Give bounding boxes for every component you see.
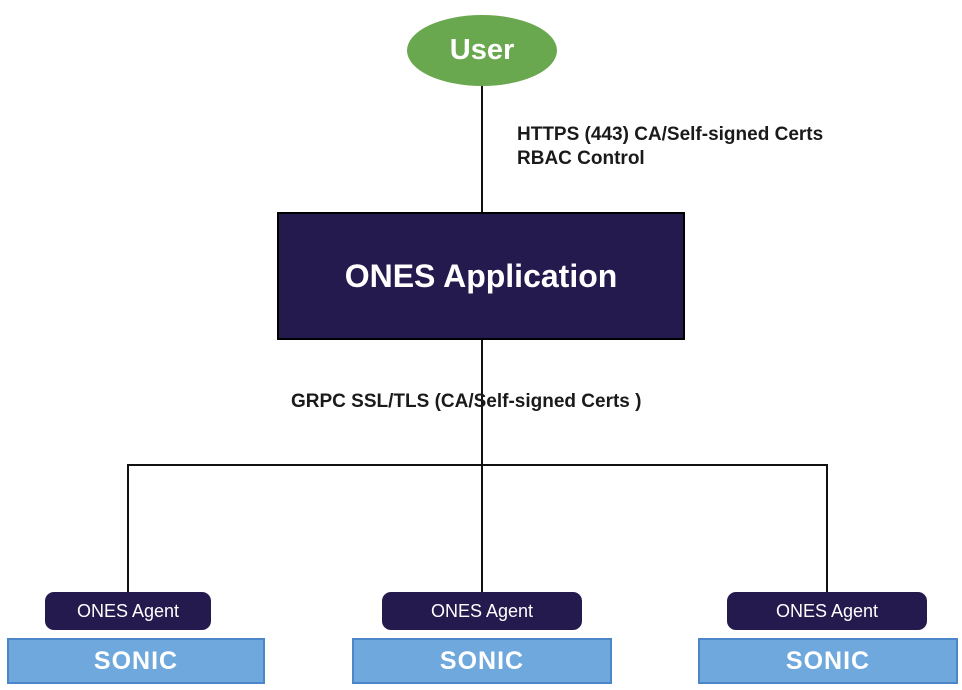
ones-agent-label: ONES Agent	[775, 600, 879, 621]
ones-agent-node-right: ONES Agent	[727, 592, 927, 630]
sonic-node-left: SONIC	[7, 638, 265, 684]
ones-agent-node-left: ONES Agent	[45, 592, 211, 630]
edge-label-line2: RBAC Control	[517, 148, 645, 169]
connector-user-to-app	[481, 86, 483, 212]
connector-branch-right	[826, 464, 828, 592]
ones-application-label: ONES Application	[344, 257, 618, 294]
user-to-app-edge-label: HTTPS (443) CA/Self-signed Certs RBAC Co…	[517, 123, 823, 171]
ones-application-node: ONES Application	[277, 212, 685, 340]
app-to-agents-edge-label: GRPC SSL/TLS (CA/Self-signed Certs )	[291, 390, 641, 414]
ones-agent-label: ONES Agent	[76, 600, 180, 621]
sonic-node-middle: SONIC	[352, 638, 612, 684]
connector-branch-horizontal	[127, 464, 828, 466]
ones-agent-node-middle: ONES Agent	[382, 592, 582, 630]
connector-branch-left	[127, 464, 129, 592]
edge-label-line1: HTTPS (443) CA/Self-signed Certs	[517, 124, 824, 145]
sonic-label: SONIC	[439, 646, 525, 675]
user-node: User	[407, 15, 557, 86]
sonic-node-right: SONIC	[698, 638, 958, 684]
user-node-label: User	[449, 34, 515, 66]
connector-app-to-middle-agent	[481, 340, 483, 592]
edge-label-grpc: GRPC SSL/TLS (CA/Self-signed Certs )	[291, 391, 642, 412]
sonic-label: SONIC	[93, 646, 179, 675]
sonic-label: SONIC	[785, 646, 871, 675]
ones-agent-label: ONES Agent	[430, 600, 534, 621]
